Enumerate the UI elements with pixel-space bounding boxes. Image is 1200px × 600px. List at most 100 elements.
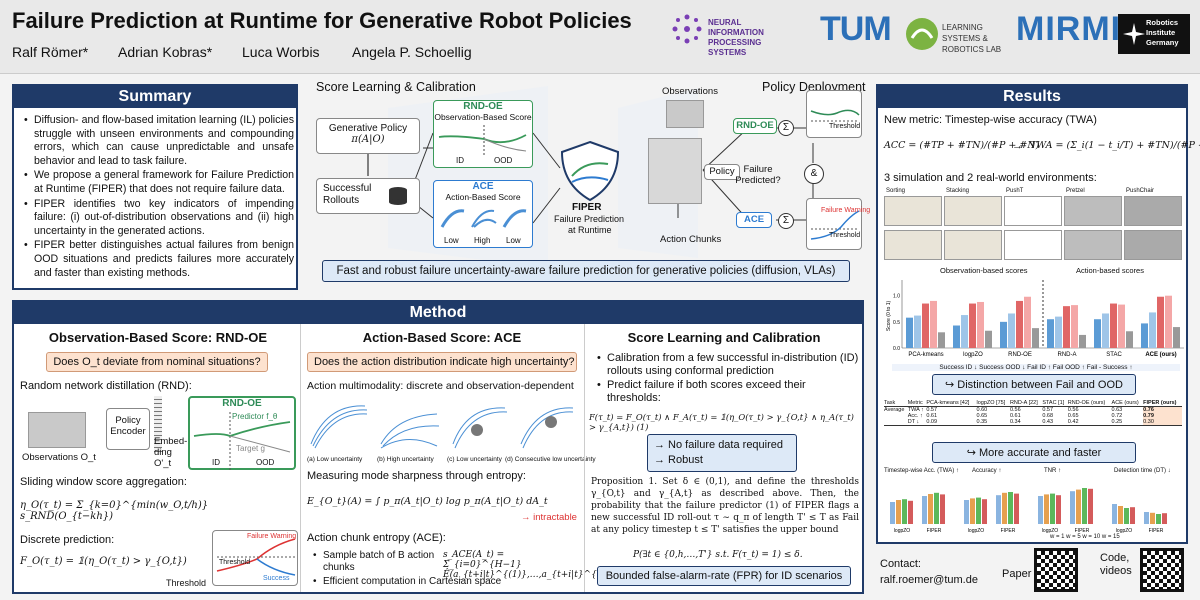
rollouts-box: Successful Rollouts (316, 178, 420, 214)
bar (1094, 319, 1101, 348)
embedding-stack (154, 396, 162, 452)
calib-benefits: → No failure data required→ Robust (647, 434, 797, 472)
contact-label: Contact: (880, 558, 921, 570)
intractable-label: → intractable (521, 512, 577, 523)
bar (1141, 323, 1148, 348)
lsy-logo: LEARNING SYSTEMS & ROBOTICS LAB (904, 16, 1014, 56)
embedding-label: Embed- ding O'_t (154, 436, 188, 469)
window-bar (922, 496, 927, 524)
rnd-oe-curve (438, 125, 527, 155)
ace-bullet: Efficient computation in Cartesian space (313, 576, 581, 588)
bar-title-acc: Accuracy ↑ (972, 468, 1002, 474)
bar (1157, 296, 1164, 348)
window-bar (1014, 493, 1019, 524)
author-4: Angela P. Schoellig (352, 44, 472, 60)
window-bar (902, 499, 907, 524)
overview-figure: Score Learning & Calibration Policy Depl… (308, 78, 870, 290)
window-x-tick: logpZO (894, 528, 911, 534)
discrete-prediction-label: Discrete prediction: (20, 534, 115, 546)
window-bar (982, 499, 987, 524)
window-bar (1056, 495, 1061, 524)
window-bar (908, 500, 913, 524)
bar-title-dt: Detection time (DT) ↓ (1114, 468, 1171, 474)
ace-bullets-2: Efficient computation in Cartesian space (311, 576, 581, 589)
x-tick: RND-OE (1008, 352, 1032, 358)
bar (1173, 327, 1180, 348)
code-label: Code, videos (1100, 552, 1132, 577)
env-label: 3 simulation and 2 real-world environmen… (884, 172, 1097, 184)
obs-score-plot: Threshold (806, 90, 862, 138)
sigma-icon: Σ (778, 120, 794, 136)
window-x-tick: FIPER (1075, 528, 1090, 534)
discrete-prediction-formula: F_O(τ_t) = 𝟙(η_O(τ_t) > γ_{O,t}) (20, 556, 187, 567)
summary-list: Diffusion- and flow-based imitation lear… (22, 114, 294, 281)
rnd-oe-plot (193, 412, 291, 472)
act-scores-label: Action-based scores (1076, 266, 1144, 275)
window-bar (1150, 512, 1155, 524)
failure-predicted-label: Failure Predicted? (735, 164, 781, 186)
code-qr-icon[interactable] (1140, 548, 1184, 592)
observation-image (28, 412, 86, 448)
sliding-window-formula: η_O(τ_t) = Σ_{k=0}^{min(w_O,t/h)} s_RND(… (20, 500, 209, 522)
fpr-banner: Bounded false-alarm-rate (FPR) for ID sc… (597, 566, 851, 586)
obs-score-curve (810, 109, 860, 122)
x-tick: PCA-kmeans (908, 352, 943, 358)
bar (985, 330, 992, 348)
window-bar (1088, 488, 1093, 524)
bar (1000, 321, 1007, 348)
proposition-text: Proposition 1. Set δ ∈ (0,1), and define… (591, 477, 859, 535)
neurips-logo: NEURAL INFORMATION PROCESSING SYSTEMS (668, 10, 784, 62)
paper-qr-icon[interactable] (1034, 548, 1078, 592)
window-bar (1144, 512, 1149, 524)
ace-box: ACE Action-Based Score Low High Low (433, 180, 533, 248)
threshold-label: Threshold (166, 578, 207, 588)
fiper-shield: FIPER Failure Prediction at Runtime (554, 140, 624, 240)
shield-icon (560, 140, 620, 202)
bar (1032, 328, 1039, 348)
window-bar (1130, 507, 1135, 524)
entropy-formula: E_{O_t}(A) = ∫ p_π(A_t|O_t) log p_π(A_t|… (307, 496, 548, 507)
window-bar (1118, 506, 1123, 524)
window-legend: w = 1 w = 5 w = 10 w = 15 (1050, 534, 1120, 540)
bar (1055, 316, 1062, 348)
observations-label: Observations (662, 86, 718, 97)
y-tick: 1.0 (893, 294, 900, 300)
window-bar (976, 497, 981, 524)
summary-panel: Summary Diffusion- and flow-based imitat… (12, 84, 298, 290)
author-1: Ralf Römer* (12, 44, 89, 60)
window-x-tick: logpZO (968, 528, 985, 534)
rnd-oe-box: RND-OE Observation-Based Score ID OOD (433, 100, 533, 168)
window-bar (1156, 514, 1161, 524)
x-tick: RND-A (1058, 352, 1077, 358)
contact-section: Contact: ralf.roemer@tum.de Paper Code, … (876, 548, 1188, 594)
contact-email[interactable]: ralf.roemer@tum.de (880, 574, 978, 586)
ace-question: Does the action distribution indicate hi… (307, 352, 577, 372)
window-bar (996, 495, 1001, 524)
distinction-callout: ↪ Distinction between Fail and OOD (932, 374, 1136, 395)
mirmi-logo: MIRMI (1016, 10, 1122, 48)
window-x-tick: logpZO (1116, 528, 1133, 534)
y-axis-label: Score (0 to 1) (886, 301, 892, 332)
method-heading: Method (14, 302, 862, 324)
bar (930, 300, 937, 348)
paper-label: Paper (1002, 568, 1032, 580)
cap-a: (a) Low uncertainty (307, 456, 363, 463)
results-content: New metric: Timestep-wise accuracy (TWA)… (880, 108, 1200, 542)
bar (961, 315, 968, 348)
cap-c: (c) Low uncertainty (447, 456, 502, 463)
fiper-formula: F(τ_t) = F_O(τ_t) ∧ F_A(τ_t) = 𝟙(η_O(τ_t… (589, 412, 854, 432)
entropy-label: Measuring mode sharpness through entropy… (307, 470, 526, 482)
bar (1165, 295, 1172, 348)
calib-bullets: Calibration from a few successful in-dis… (595, 352, 859, 406)
ace-heading: Action-Based Score: ACE (362, 330, 522, 345)
rnd-heading: Observation-Based Score: RND-OE (48, 330, 268, 345)
window-bar (1162, 513, 1167, 524)
window-bar (1082, 488, 1087, 524)
learning-label: Score Learning & Calibration (316, 80, 476, 94)
robot-image (648, 138, 702, 204)
calib-heading: Score Learning and Calibration (627, 330, 821, 345)
bar (953, 325, 960, 348)
